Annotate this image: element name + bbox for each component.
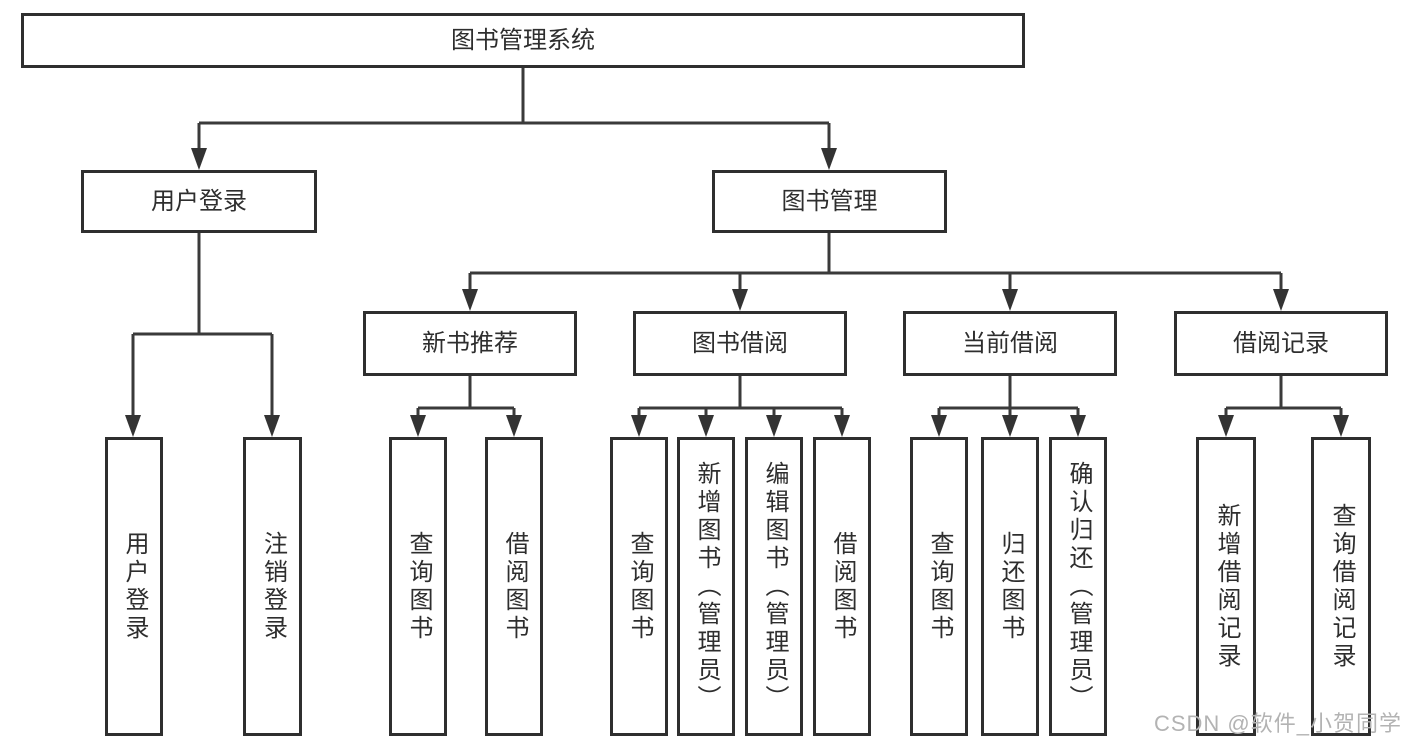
arrow-down-icon (821, 148, 837, 170)
node-current-borrowing: 当前借阅 (903, 311, 1117, 376)
arrow-down-icon (1333, 415, 1349, 437)
node-library-system: 图书管理系统 (21, 13, 1025, 68)
arrow-down-icon (931, 415, 947, 437)
node-book-management: 图书管理 (712, 170, 947, 233)
arrow-down-icon (1273, 289, 1289, 311)
arrow-down-icon (462, 289, 478, 311)
leaf-logout: 注销登录 (243, 437, 302, 736)
leaf-query-books: 查询图书 (910, 437, 968, 736)
leaf-add-books-admin: 新增图书（管理员） (677, 437, 735, 736)
leaf-borrow-books: 借阅图书 (813, 437, 871, 736)
leaf-edit-books-admin: 编辑图书（管理员） (745, 437, 803, 736)
node-user-login: 用户登录 (81, 170, 317, 233)
leaf-user-login: 用户登录 (105, 437, 163, 736)
arrow-down-icon (631, 415, 647, 437)
leaf-query-books: 查询图书 (389, 437, 447, 736)
arrow-down-icon (1002, 289, 1018, 311)
arrow-down-icon (698, 415, 714, 437)
leaf-confirm-return-admin: 确认归还（管理员） (1049, 437, 1107, 736)
arrow-down-icon (1070, 415, 1086, 437)
node-book-borrowing: 图书借阅 (633, 311, 847, 376)
arrow-down-icon (766, 415, 782, 437)
leaf-query-borrow-record: 查询借阅记录 (1311, 437, 1371, 736)
arrow-down-icon (264, 415, 280, 437)
arrow-down-icon (732, 289, 748, 311)
leaf-add-borrow-record: 新增借阅记录 (1196, 437, 1256, 736)
arrow-down-icon (410, 415, 426, 437)
leaf-return-books: 归还图书 (981, 437, 1039, 736)
arrow-down-icon (191, 148, 207, 170)
arrow-down-icon (834, 415, 850, 437)
node-new-book-recommendation: 新书推荐 (363, 311, 577, 376)
arrow-down-icon (506, 415, 522, 437)
watermark: CSDN @软件_小贺同学 (1153, 711, 1402, 736)
node-borrow-records: 借阅记录 (1174, 311, 1388, 376)
leaf-query-books: 查询图书 (610, 437, 668, 736)
arrow-down-icon (1218, 415, 1234, 437)
arrow-down-icon (1002, 415, 1018, 437)
arrow-down-icon (125, 415, 141, 437)
leaf-borrow-books: 借阅图书 (485, 437, 543, 736)
